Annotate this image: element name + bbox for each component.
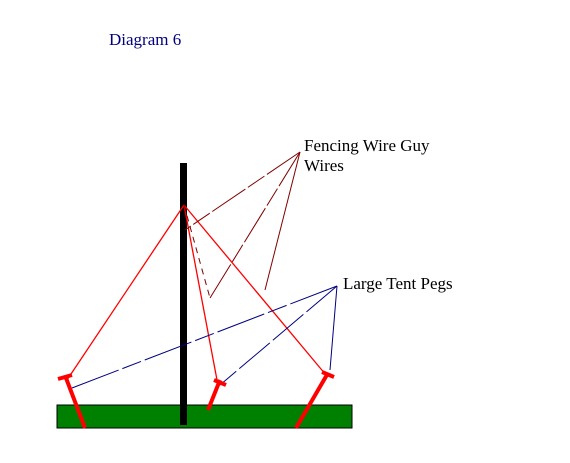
leader-peg-3 [329,285,338,371]
mast-pole [180,163,187,425]
leader-guy-2 [209,151,301,299]
guy-wire-left [66,204,185,381]
ground-strip [56,404,353,429]
leader-guy-1 [184,151,301,231]
leader-peg-1 [71,285,338,389]
leader-peg-2 [219,285,338,386]
leader-guy-3 [264,151,301,291]
tent-peg-middle [206,378,227,411]
tent-peg-right [294,370,335,430]
guy-wire-middle [183,204,218,381]
guy-wire-right [183,204,327,376]
tent-peg-left [57,373,87,429]
label-guy-wires: Fencing Wire Guy Wires [304,136,430,175]
diagram-title: Diagram 6 [109,30,182,49]
label-tent-pegs: Large Tent Pegs [343,274,453,293]
guy-wire-back [183,204,211,299]
